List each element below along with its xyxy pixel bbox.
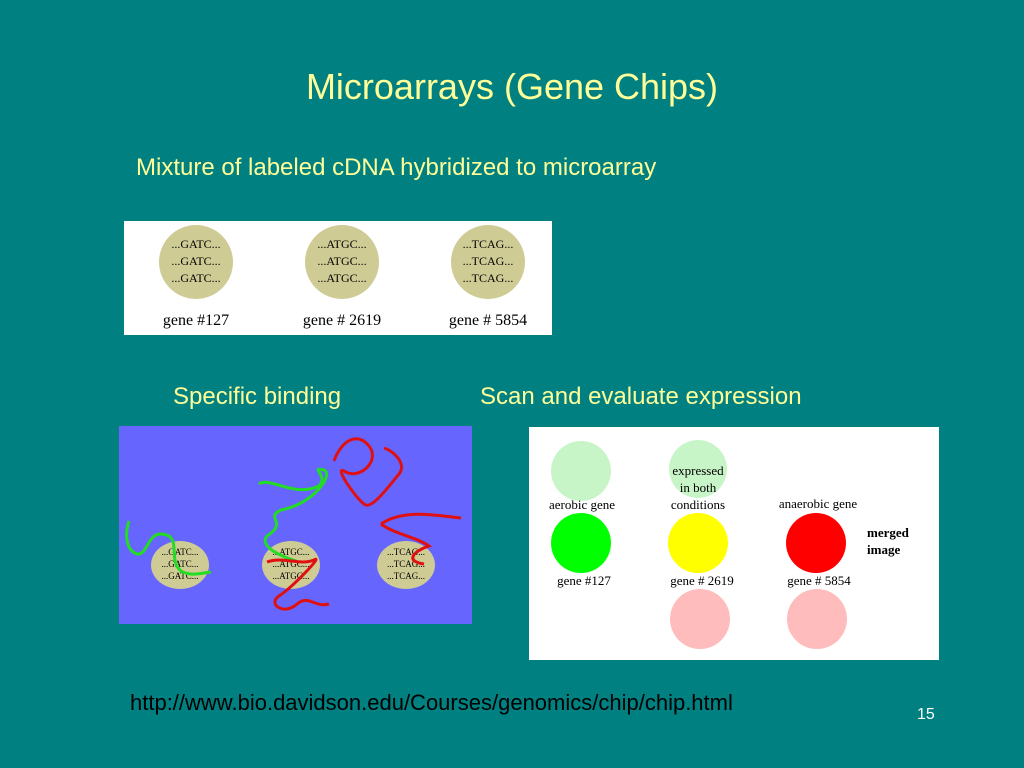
red-probe-strand bbox=[266, 557, 330, 611]
gene-5854-spot bbox=[786, 513, 846, 573]
svg-text:...TCAG...: ...TCAG... bbox=[387, 571, 425, 581]
anaerobic-spot-2619 bbox=[670, 589, 730, 649]
anaerobic-label: anaerobic gene bbox=[779, 496, 858, 511]
gene-label: gene # 2619 bbox=[303, 312, 381, 329]
label-scan-evaluate: Scan and evaluate expression bbox=[480, 383, 802, 410]
svg-text:...ATGC...: ...ATGC... bbox=[272, 547, 309, 557]
svg-text:...GATC...: ...GATC... bbox=[171, 237, 220, 251]
red-probe-strand bbox=[380, 512, 462, 566]
aerobic-label: aerobic gene bbox=[549, 497, 615, 512]
svg-text:image: image bbox=[867, 542, 900, 557]
svg-text:...ATGC...: ...ATGC... bbox=[272, 559, 309, 569]
svg-text:...GATC...: ...GATC... bbox=[171, 254, 220, 268]
green-probe-strand bbox=[258, 467, 328, 564]
gene-label: gene # 2619 bbox=[670, 573, 734, 588]
anaerobic-spot-5854 bbox=[787, 589, 847, 649]
gene-127-spot bbox=[551, 513, 611, 573]
microarray-spot-2: ...ATGC... ...ATGC... ...ATGC... gene # … bbox=[303, 225, 381, 329]
svg-text:in both: in both bbox=[680, 480, 717, 495]
svg-text:...GATC...: ...GATC... bbox=[161, 559, 198, 569]
gene-label: gene #127 bbox=[557, 573, 611, 588]
svg-text:...TCAG...: ...TCAG... bbox=[387, 547, 425, 557]
gene-label: gene # 5854 bbox=[449, 312, 527, 329]
svg-text:...ATGC...: ...ATGC... bbox=[317, 254, 366, 268]
gene-label: gene #127 bbox=[163, 312, 229, 329]
binding-spot-3: ...TCAG... ...TCAG... ...TCAG... bbox=[377, 541, 435, 589]
svg-text:...GATC...: ...GATC... bbox=[161, 571, 198, 581]
microarray-figure: ...GATC... ...GATC... ...GATC... gene #1… bbox=[124, 221, 552, 335]
gene-2619-spot bbox=[668, 513, 728, 573]
svg-text:...ATGC...: ...ATGC... bbox=[317, 237, 366, 251]
red-probe-strand bbox=[332, 437, 403, 507]
binding-figure: ...GATC... ...GATC... ...GATC... ...ATGC… bbox=[119, 426, 472, 624]
svg-text:...GATC...: ...GATC... bbox=[171, 271, 220, 285]
svg-text:expressed: expressed bbox=[672, 463, 724, 478]
page-number: 15 bbox=[917, 706, 935, 723]
gene-label: gene # 5854 bbox=[787, 573, 851, 588]
svg-text:conditions: conditions bbox=[671, 497, 725, 512]
both-conditions-spot bbox=[669, 440, 727, 498]
source-link[interactable]: http://www.bio.davidson.edu/Courses/geno… bbox=[130, 690, 733, 715]
svg-text:...TCAG...: ...TCAG... bbox=[463, 271, 514, 285]
green-probe-strand bbox=[125, 520, 212, 576]
svg-text:...ATGC...: ...ATGC... bbox=[317, 271, 366, 285]
microarray-spot-3: ...TCAG... ...TCAG... ...TCAG... gene # … bbox=[449, 225, 527, 329]
merged-label: merged bbox=[867, 525, 910, 540]
svg-text:...TCAG...: ...TCAG... bbox=[387, 559, 425, 569]
label-specific-binding: Specific binding bbox=[173, 383, 342, 410]
slide-subtitle: Mixture of labeled cDNA hybridized to mi… bbox=[136, 154, 657, 181]
svg-text:...TCAG...: ...TCAG... bbox=[463, 237, 514, 251]
svg-text:...TCAG...: ...TCAG... bbox=[463, 254, 514, 268]
svg-text:...ATGC...: ...ATGC... bbox=[272, 571, 309, 581]
microarray-spot-1: ...GATC... ...GATC... ...GATC... gene #1… bbox=[159, 225, 233, 329]
binding-spot-1: ...GATC... ...GATC... ...GATC... bbox=[151, 541, 209, 589]
slide-title: Microarrays (Gene Chips) bbox=[305, 66, 719, 107]
svg-text:...GATC...: ...GATC... bbox=[161, 547, 198, 557]
scan-figure: expressed in both conditions aerobic gen… bbox=[529, 427, 939, 660]
aerobic-spot bbox=[551, 441, 611, 501]
